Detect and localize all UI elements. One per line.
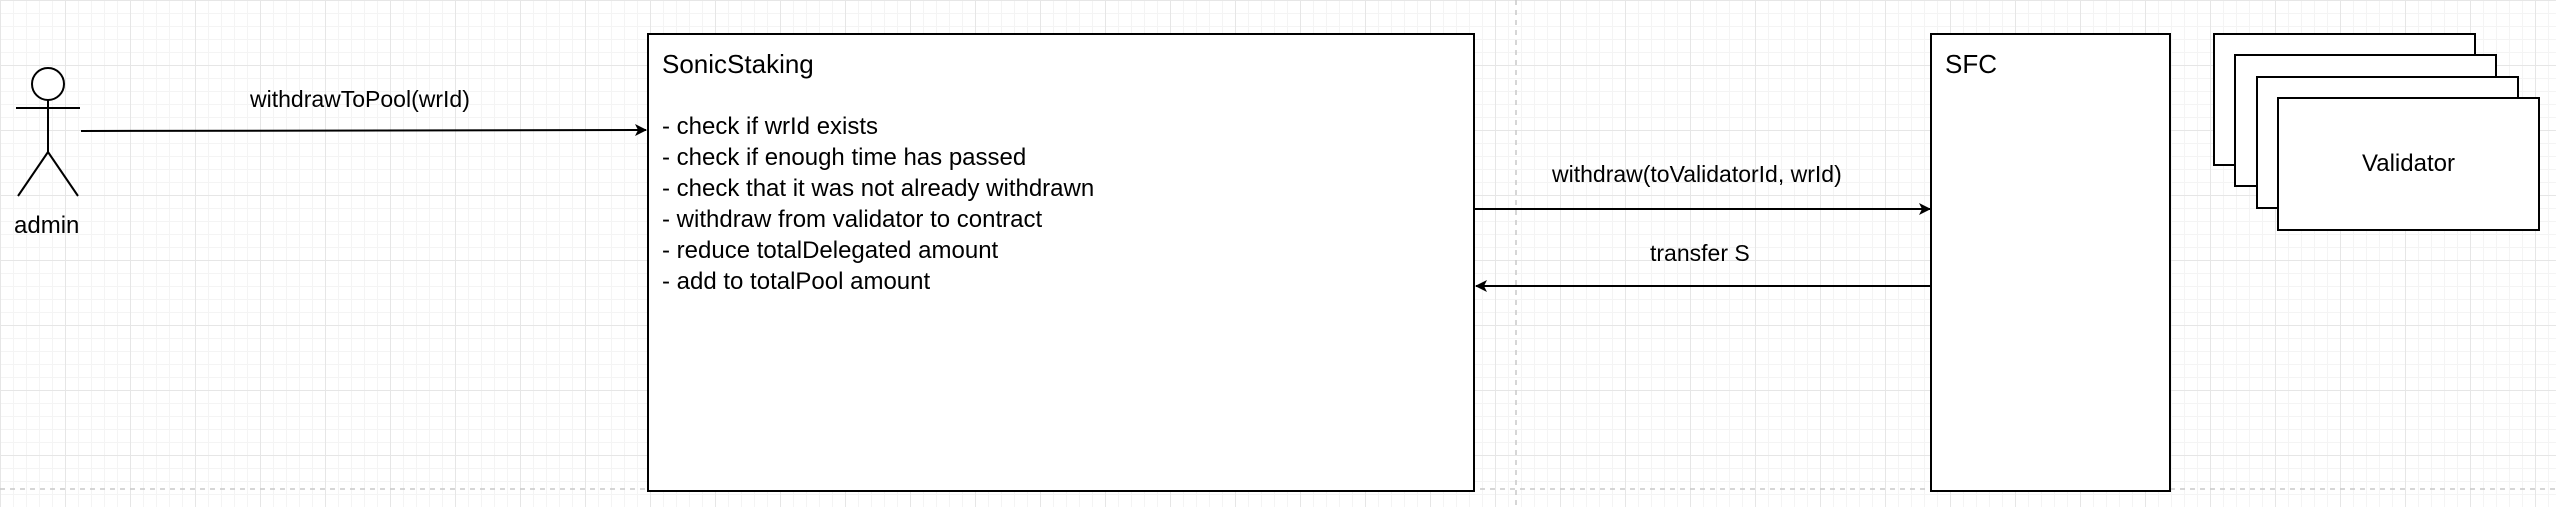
step-item: - add to totalPool amount: [662, 268, 931, 295]
step-item: - check if wrId exists: [662, 113, 879, 140]
arrow-withdraw-to-pool[interactable]: [80, 124, 647, 137]
step-item: - check if enough time has passed: [662, 144, 1027, 171]
sonic-staking-box[interactable]: SonicStaking - check if wrId exists - ch…: [647, 33, 1475, 492]
arrow-label-withdraw-to-pool: withdrawToPool(wrId): [250, 86, 470, 112]
sonic-staking-steps: - check if wrId exists - check if enough…: [662, 111, 1094, 297]
sfc-title: SFC: [1945, 49, 1997, 79]
validator-box[interactable]: Validator: [2277, 97, 2540, 231]
validator-label: Validator: [2362, 150, 2455, 177]
sfc-box[interactable]: SFC: [1930, 33, 2171, 492]
step-item: - withdraw from validator to contract: [662, 206, 1043, 233]
actor-label: admin: [14, 212, 80, 239]
sonic-staking-title: SonicStaking: [662, 49, 814, 79]
admin-actor-icon[interactable]: [16, 67, 80, 197]
arrow-label-withdraw-call: withdraw(toValidatorId, wrId): [1552, 161, 1842, 187]
step-item: - reduce totalDelegated amount: [662, 237, 999, 264]
arrow-label-transfer: transfer S: [1650, 240, 1750, 266]
step-item: - check that it was not already withdraw…: [662, 175, 1095, 202]
